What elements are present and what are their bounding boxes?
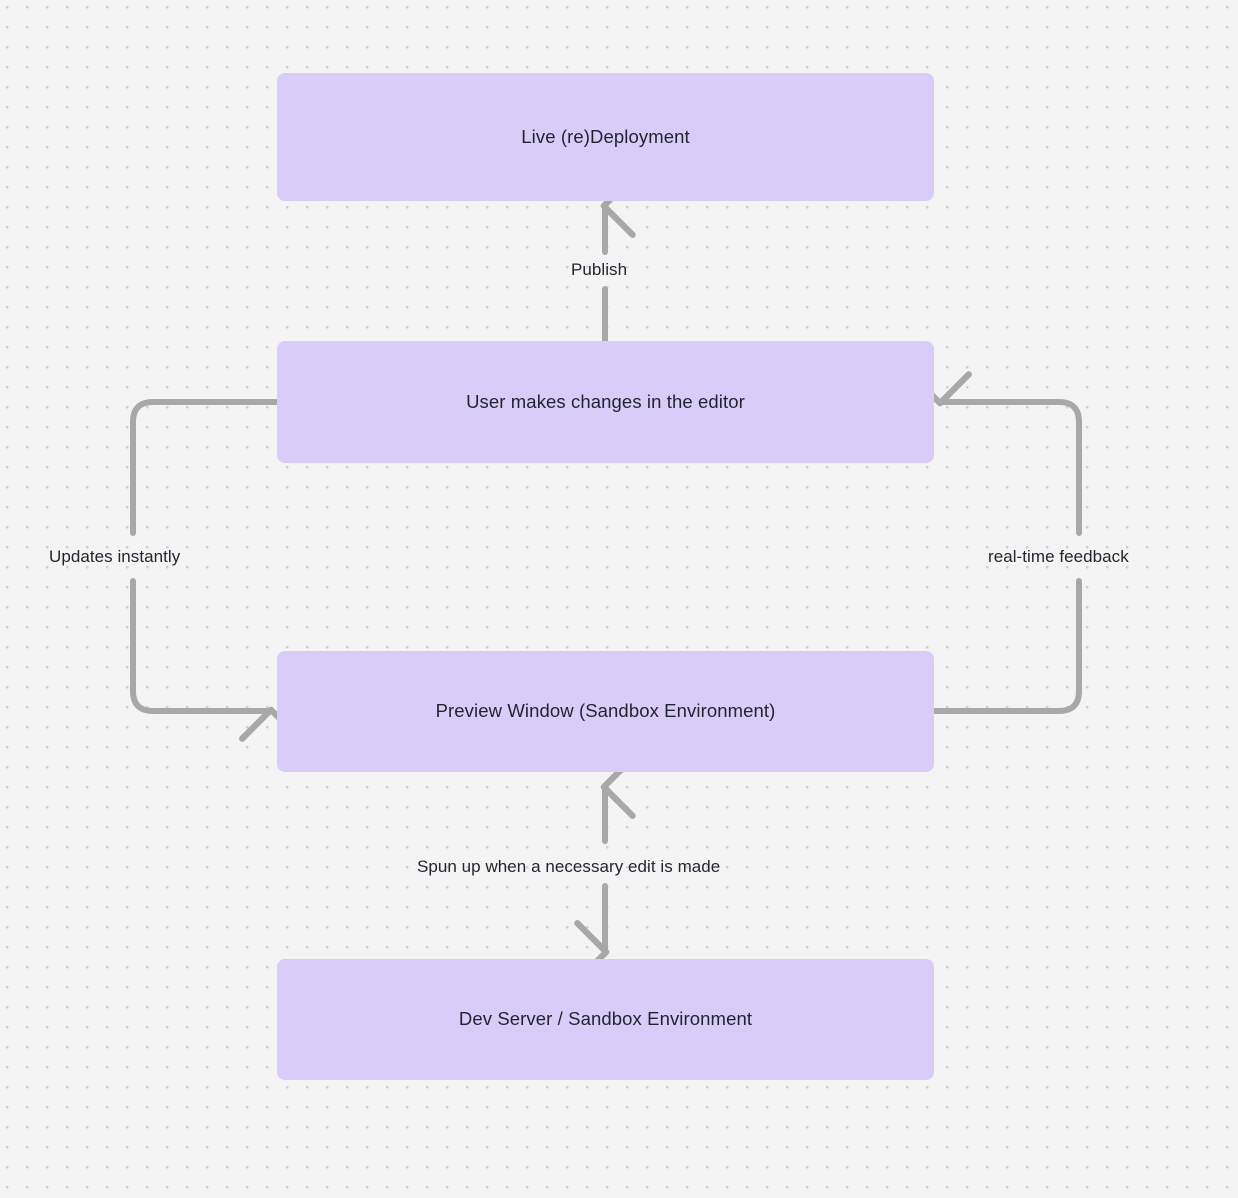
node-user-makes-changes[interactable]: User makes changes in the editor bbox=[277, 341, 934, 463]
node-live-redeployment[interactable]: Live (re)Deployment bbox=[277, 73, 934, 201]
node-live-redeployment-label: Live (re)Deployment bbox=[521, 125, 690, 147]
node-preview-window-label: Preview Window (Sandbox Environment) bbox=[435, 700, 776, 722]
node-preview-window[interactable]: Preview Window (Sandbox Environment) bbox=[277, 651, 934, 772]
edge-label-spun-up: Spun up when a necessary edit is made bbox=[417, 857, 721, 876]
edge-label-realtime-feedback: real-time feedback bbox=[988, 547, 1129, 566]
edge-label-updates-instantly: Updates instantly bbox=[49, 547, 181, 566]
edge-label-publish: Publish bbox=[571, 260, 628, 279]
node-user-makes-changes-label: User makes changes in the editor bbox=[466, 390, 745, 412]
node-dev-server[interactable]: Dev Server / Sandbox Environment bbox=[277, 959, 934, 1080]
node-dev-server-label: Dev Server / Sandbox Environment bbox=[458, 1008, 753, 1030]
